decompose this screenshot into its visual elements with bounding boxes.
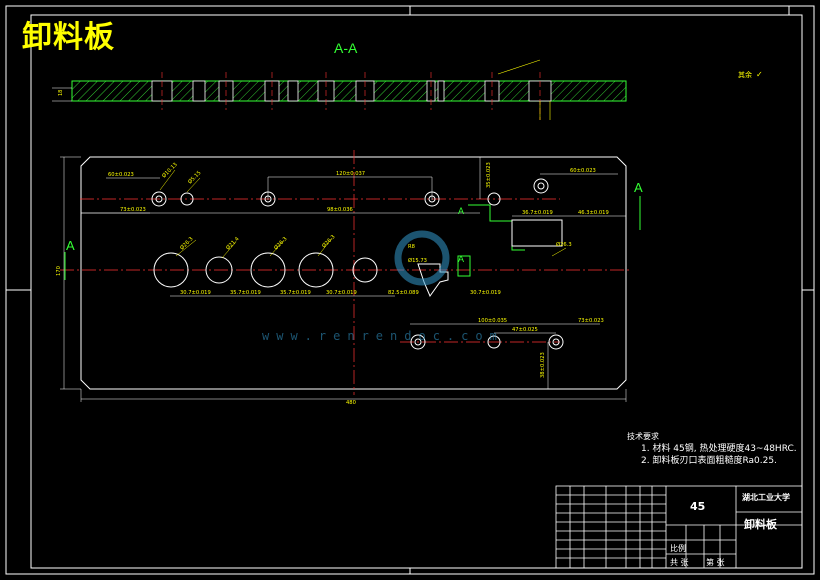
dim-mid-3: 36.7±0.019 [522,210,553,216]
dim-overall-width: 480 [346,400,356,406]
dim-lower-6: 82.5±0.089 [388,290,419,296]
hole-label-6: Ø26.3 [320,233,336,249]
dim-top-3: 60±0.023 [570,168,596,174]
dim-lower-5: 30.7±0.019 [470,290,501,296]
drawing-title: 卸料板 [22,20,115,55]
dim-overall-height: 170 [56,266,62,276]
thickness-dim: 18 [58,90,64,96]
sheet-border-inner [30,14,803,569]
dim-lower-2: 35.7±0.019 [230,290,261,296]
title-block [555,485,803,569]
tech-requirements: 技术要求 1. 材料 45钢, 热处理硬度43~48HRC. 2. 卸料板刃口表… [627,431,797,467]
centering-marks [6,6,814,574]
dim-mid-4: 46.3±0.019 [578,210,609,216]
title-block-scale: 比例 [670,544,686,553]
hole-label-4: Ø21.4 [224,235,240,251]
tech-requirement-2: 2. 卸料板刃口表面粗糙度Ra0.25. [641,456,777,466]
dim-mid-1: 73±0.023 [120,207,146,213]
title-block-total: 共 张 [670,558,689,567]
dim-lower-4: 30.7±0.019 [326,290,357,296]
dim-side-2: 38±0.023 [540,352,546,378]
hole-label-7: Ø26.3 [556,241,572,248]
dim-lower-3: 35.7±0.019 [280,290,311,296]
tech-requirements-heading: 技术要求 [627,432,659,441]
title-block-material: 45 [690,500,706,513]
section-title: A-A [334,40,358,56]
title-block-school: 湖北工业大学 [742,493,790,502]
title-block-sheet: 第 张 [706,558,725,567]
watermark: www.renrendoc.com [262,230,504,343]
section-mark-inner-2: A [458,254,464,264]
dim-lower-1: 30.7±0.019 [180,290,211,296]
dim-top-1: 60±0.023 [108,172,134,178]
section-mark-right: A [634,180,643,195]
hole-label-5: Ø26.3 [272,235,288,251]
title-block-part-name: 卸料板 [744,518,777,531]
section-mark-inner-1: A [458,206,464,216]
tech-requirement-1: 1. 材料 45钢, 热处理硬度43~48HRC. [641,444,797,454]
hole-label-2: Ø5.15 [186,169,202,185]
dim-mid-2: 98±0.036 [327,207,353,213]
dim-bottom-2: 47±0.025 [512,327,538,333]
roughness-note: 其余 [738,70,752,79]
dim-bottom-3: 73±0.023 [578,318,604,324]
dim-bottom-1: 100±0.035 [478,318,507,324]
roughness-symbol-icon: ✓ [756,70,763,79]
hole-label-9: Ø15.73 [408,257,427,264]
section-mark-left: A [66,238,75,253]
watermark-text: www.renrendoc.com [262,329,504,343]
dim-top-2: 120±0.037 [336,171,365,177]
dim-side-1: 35±0.023 [486,162,492,188]
hole-label-8: R8 [408,244,415,250]
plan-view [60,150,641,402]
section-view: 18 [52,59,627,120]
hole-label-1: Ø10.13 [160,161,178,179]
